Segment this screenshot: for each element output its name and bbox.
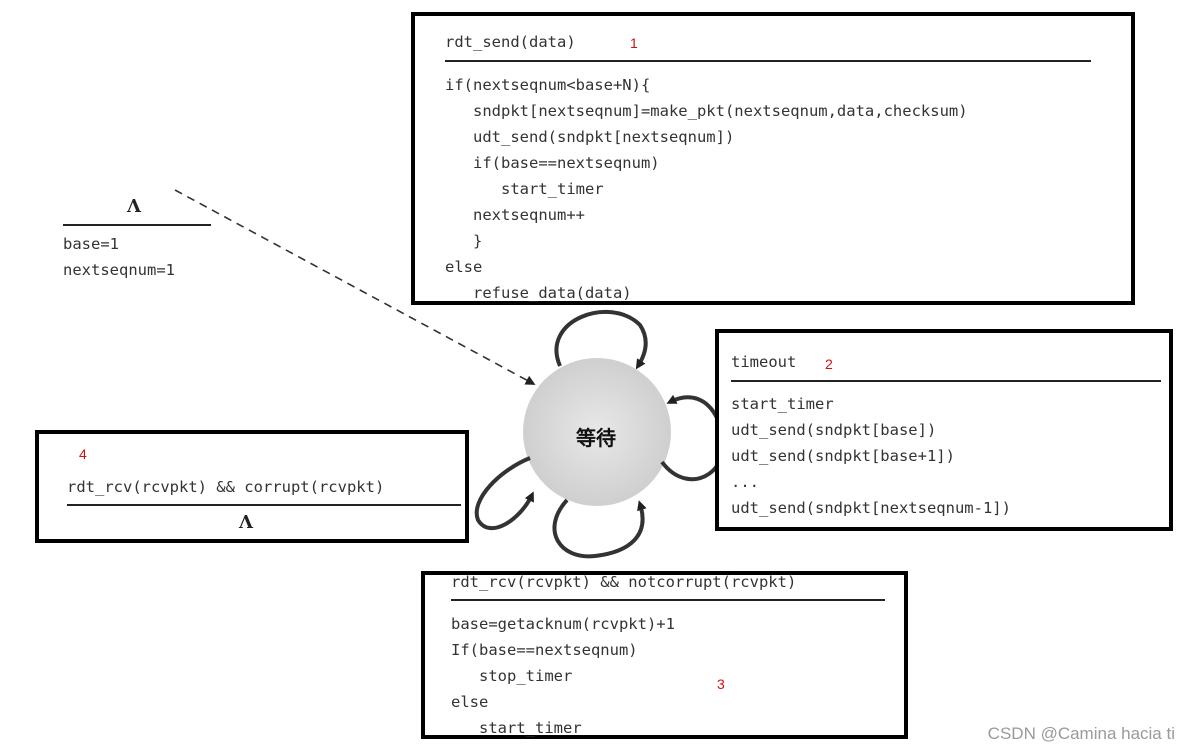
box4-action-lambda: Λ xyxy=(239,512,253,533)
transition-box-rcv-corrupt: 4 rdt_rcv(rcvpkt) && corrupt(rcvpkt) Λ xyxy=(35,430,469,543)
self-loop-bottom xyxy=(552,498,647,559)
box3-line: base=getacknum(rcvpkt)+1 xyxy=(451,615,675,633)
box2-line: start_timer xyxy=(731,395,834,413)
state-circle xyxy=(523,358,671,506)
box2-rule xyxy=(731,380,1161,382)
box4-rule xyxy=(67,504,461,506)
initial-transition-arrow xyxy=(174,189,536,385)
box3-line: If(base==nextseqnum) xyxy=(451,641,638,659)
box1-line: if(base==nextseqnum) xyxy=(445,154,660,172)
watermark: CSDN @Camina hacia ti xyxy=(987,724,1175,743)
box3-rule xyxy=(451,599,885,601)
box4-event: rdt_rcv(rcvpkt) && corrupt(rcvpkt) xyxy=(67,478,385,496)
box1-event: rdt_send(data) xyxy=(445,33,576,51)
transition-box-rcv-notcorrupt: rdt_rcv(rcvpkt) && notcorrupt(rcvpkt) ba… xyxy=(421,571,908,739)
box3-line: start_timer xyxy=(451,719,582,737)
init-event-lambda: Λ xyxy=(127,196,141,217)
box1-line: else xyxy=(445,258,483,276)
box1-line: sndpkt[nextseqnum]=make_pkt(nextseqnum,d… xyxy=(445,102,968,120)
box1-number: 1 xyxy=(630,35,638,51)
box2-line: udt_send(sndpkt[nextseqnum-1]) xyxy=(731,499,1011,517)
box2-line: ... xyxy=(731,473,759,491)
init-action-nextseqnum: nextseqnum=1 xyxy=(63,261,175,279)
box2-line: udt_send(sndpkt[base+1]) xyxy=(731,447,955,465)
box2-number: 2 xyxy=(825,356,833,372)
box1-line: start_timer xyxy=(445,180,604,198)
transition-box-timeout: timeout 2 start_timer udt_send(sndpkt[ba… xyxy=(715,329,1173,531)
init-rule xyxy=(63,224,211,226)
box1-line: if(nextseqnum<base+N){ xyxy=(445,76,651,94)
box1-rule xyxy=(445,60,1091,62)
init-action-base: base=1 xyxy=(63,235,119,253)
self-loop-top xyxy=(554,309,648,370)
box3-line: stop_timer xyxy=(451,667,573,685)
box2-event: timeout xyxy=(731,353,797,371)
self-loop-left xyxy=(474,456,534,531)
box2-line: udt_send(sndpkt[base]) xyxy=(731,421,937,439)
box1-line: nextseqnum++ xyxy=(445,206,585,224)
box3-number: 3 xyxy=(717,676,725,692)
state-label: 等待 xyxy=(576,426,616,450)
box1-line: } xyxy=(445,232,483,250)
box3-event: rdt_rcv(rcvpkt) && notcorrupt(rcvpkt) xyxy=(451,573,797,591)
box3-line: else xyxy=(451,693,489,711)
box1-line: udt_send(sndpkt[nextseqnum]) xyxy=(445,128,735,146)
transition-box-rdt-send: rdt_send(data) 1 if(nextseqnum<base+N){ … xyxy=(411,12,1135,305)
box4-number: 4 xyxy=(79,446,87,462)
box1-line: refuse_data(data) xyxy=(445,284,632,302)
